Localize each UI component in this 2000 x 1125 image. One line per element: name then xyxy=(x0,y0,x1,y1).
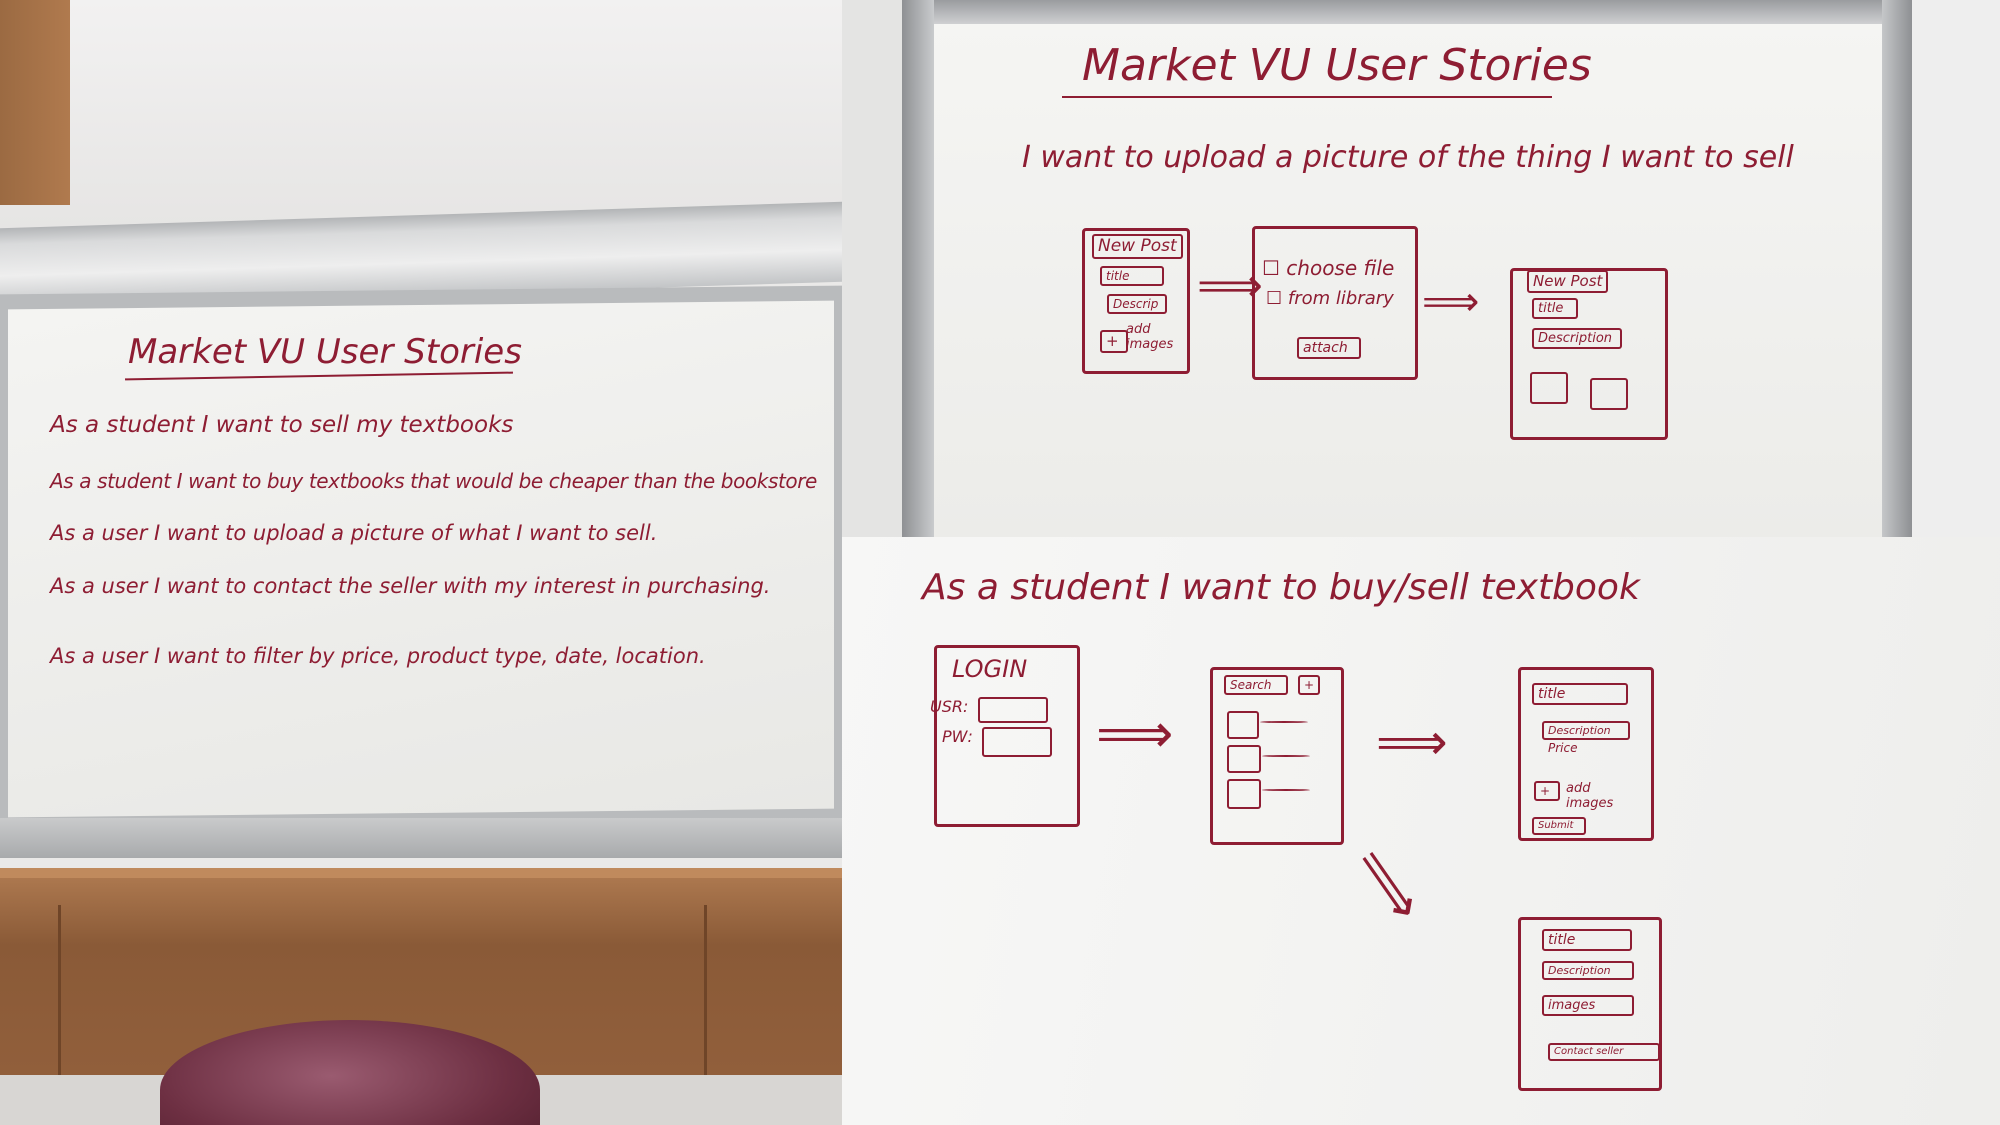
arrow-3: ⟹ xyxy=(1096,702,1174,765)
list-thumb-1 xyxy=(1227,711,1259,739)
right-bottom-photo: As a student I want to buy/sell textbook… xyxy=(842,537,2000,1125)
list-thumb-3 xyxy=(1227,779,1261,809)
cabinet-top-edge xyxy=(0,868,842,878)
story-3: As a user I want to upload a picture of … xyxy=(50,521,658,545)
sketch-choose-file xyxy=(1252,226,1418,380)
list-text-2 xyxy=(1262,755,1310,757)
right-bottom-story: As a student I want to buy/sell textbook xyxy=(922,567,1640,608)
sketch3-image-thumb-1 xyxy=(1530,372,1568,404)
left-board-title: Market VU User Stories xyxy=(128,332,522,372)
sketch3-image-thumb-2 xyxy=(1590,378,1628,410)
sketch1-add-label: add images xyxy=(1126,322,1174,352)
login-pw-label: PW: xyxy=(942,727,973,746)
detail-title-field: title xyxy=(1542,929,1632,951)
detail-images-field: images xyxy=(1542,995,1634,1016)
post-submit-button: Submit xyxy=(1532,817,1586,835)
sketch-search-list xyxy=(1210,667,1344,845)
arrow-4: ⟹ xyxy=(1376,713,1448,771)
search-plus: + xyxy=(1298,675,1320,695)
login-user-label: USR: xyxy=(930,697,969,716)
detail-contact-button: Contact seller xyxy=(1548,1043,1660,1061)
right-top-title: Market VU User Stories xyxy=(1082,40,1592,91)
story-4: As a user I want to contact the seller w… xyxy=(50,574,771,598)
sketch-post-preview xyxy=(1510,268,1668,440)
right-top-whiteboard xyxy=(934,20,1882,537)
post-price-label: Price xyxy=(1548,741,1578,755)
list-text-3 xyxy=(1262,789,1310,791)
search-bar: Search xyxy=(1224,675,1288,695)
sketch-login xyxy=(934,645,1080,827)
post-title-field: title xyxy=(1532,683,1628,705)
sketch2-attach-button: attach xyxy=(1297,337,1361,359)
story-2: As a student I want to buy textbooks tha… xyxy=(50,469,817,493)
sketch1-title-field: title xyxy=(1100,266,1164,286)
sketch2-opt1: ☐ choose file xyxy=(1262,256,1395,280)
wall xyxy=(0,0,842,230)
right-top-story: I want to upload a picture of the thing … xyxy=(1022,140,1794,175)
login-pw-field xyxy=(982,727,1052,757)
wall-right xyxy=(1912,0,2000,537)
arrow-1: ⟹ xyxy=(1197,258,1263,312)
sketch1-header: New Post xyxy=(1092,234,1183,259)
list-thumb-2 xyxy=(1227,745,1261,773)
cabinet-seam-2 xyxy=(704,905,707,1125)
story-1: As a student I want to sell my textbooks xyxy=(50,412,514,438)
sketch-post-detail xyxy=(1518,917,1662,1091)
right-top-photo: Market VU User Stories I want to upload … xyxy=(842,0,2000,537)
detail-desc-field: Description xyxy=(1542,961,1634,980)
sketch3-title-field: title xyxy=(1532,298,1578,319)
arrow-5: ⟹ xyxy=(1341,833,1438,934)
login-header: LOGIN xyxy=(952,655,1028,683)
post-add-box: + xyxy=(1534,781,1560,801)
wood-cabinet-corner xyxy=(0,0,70,205)
list-text-1 xyxy=(1260,721,1308,723)
frame-top xyxy=(934,0,1882,24)
arrow-2: ⟹ xyxy=(1422,279,1480,325)
left-photo: Market VU User Stories As a student I wa… xyxy=(0,0,842,1125)
sketch-create-post xyxy=(1518,667,1654,841)
sketch1-add-box: + xyxy=(1100,330,1128,353)
frame-left xyxy=(902,0,934,537)
right-top-title-underline xyxy=(1062,96,1552,98)
login-user-field xyxy=(978,697,1048,723)
story-5: As a user I want to filter by price, pro… xyxy=(50,644,706,668)
sketch2-opt2: ☐ from library xyxy=(1266,288,1394,309)
sketch1-desc-field: Descrip xyxy=(1107,294,1167,314)
sketch3-desc-field: Description xyxy=(1532,328,1622,349)
post-add-label: add images xyxy=(1566,781,1614,811)
board-ledge xyxy=(0,818,842,858)
frame-right xyxy=(1882,0,1912,537)
maroon-sweater xyxy=(160,1020,540,1125)
cabinet-seam-1 xyxy=(58,905,61,1125)
sketch3-header: New Post xyxy=(1527,270,1609,293)
sketch-new-post xyxy=(1082,228,1190,374)
post-desc-field: Description xyxy=(1542,721,1630,740)
